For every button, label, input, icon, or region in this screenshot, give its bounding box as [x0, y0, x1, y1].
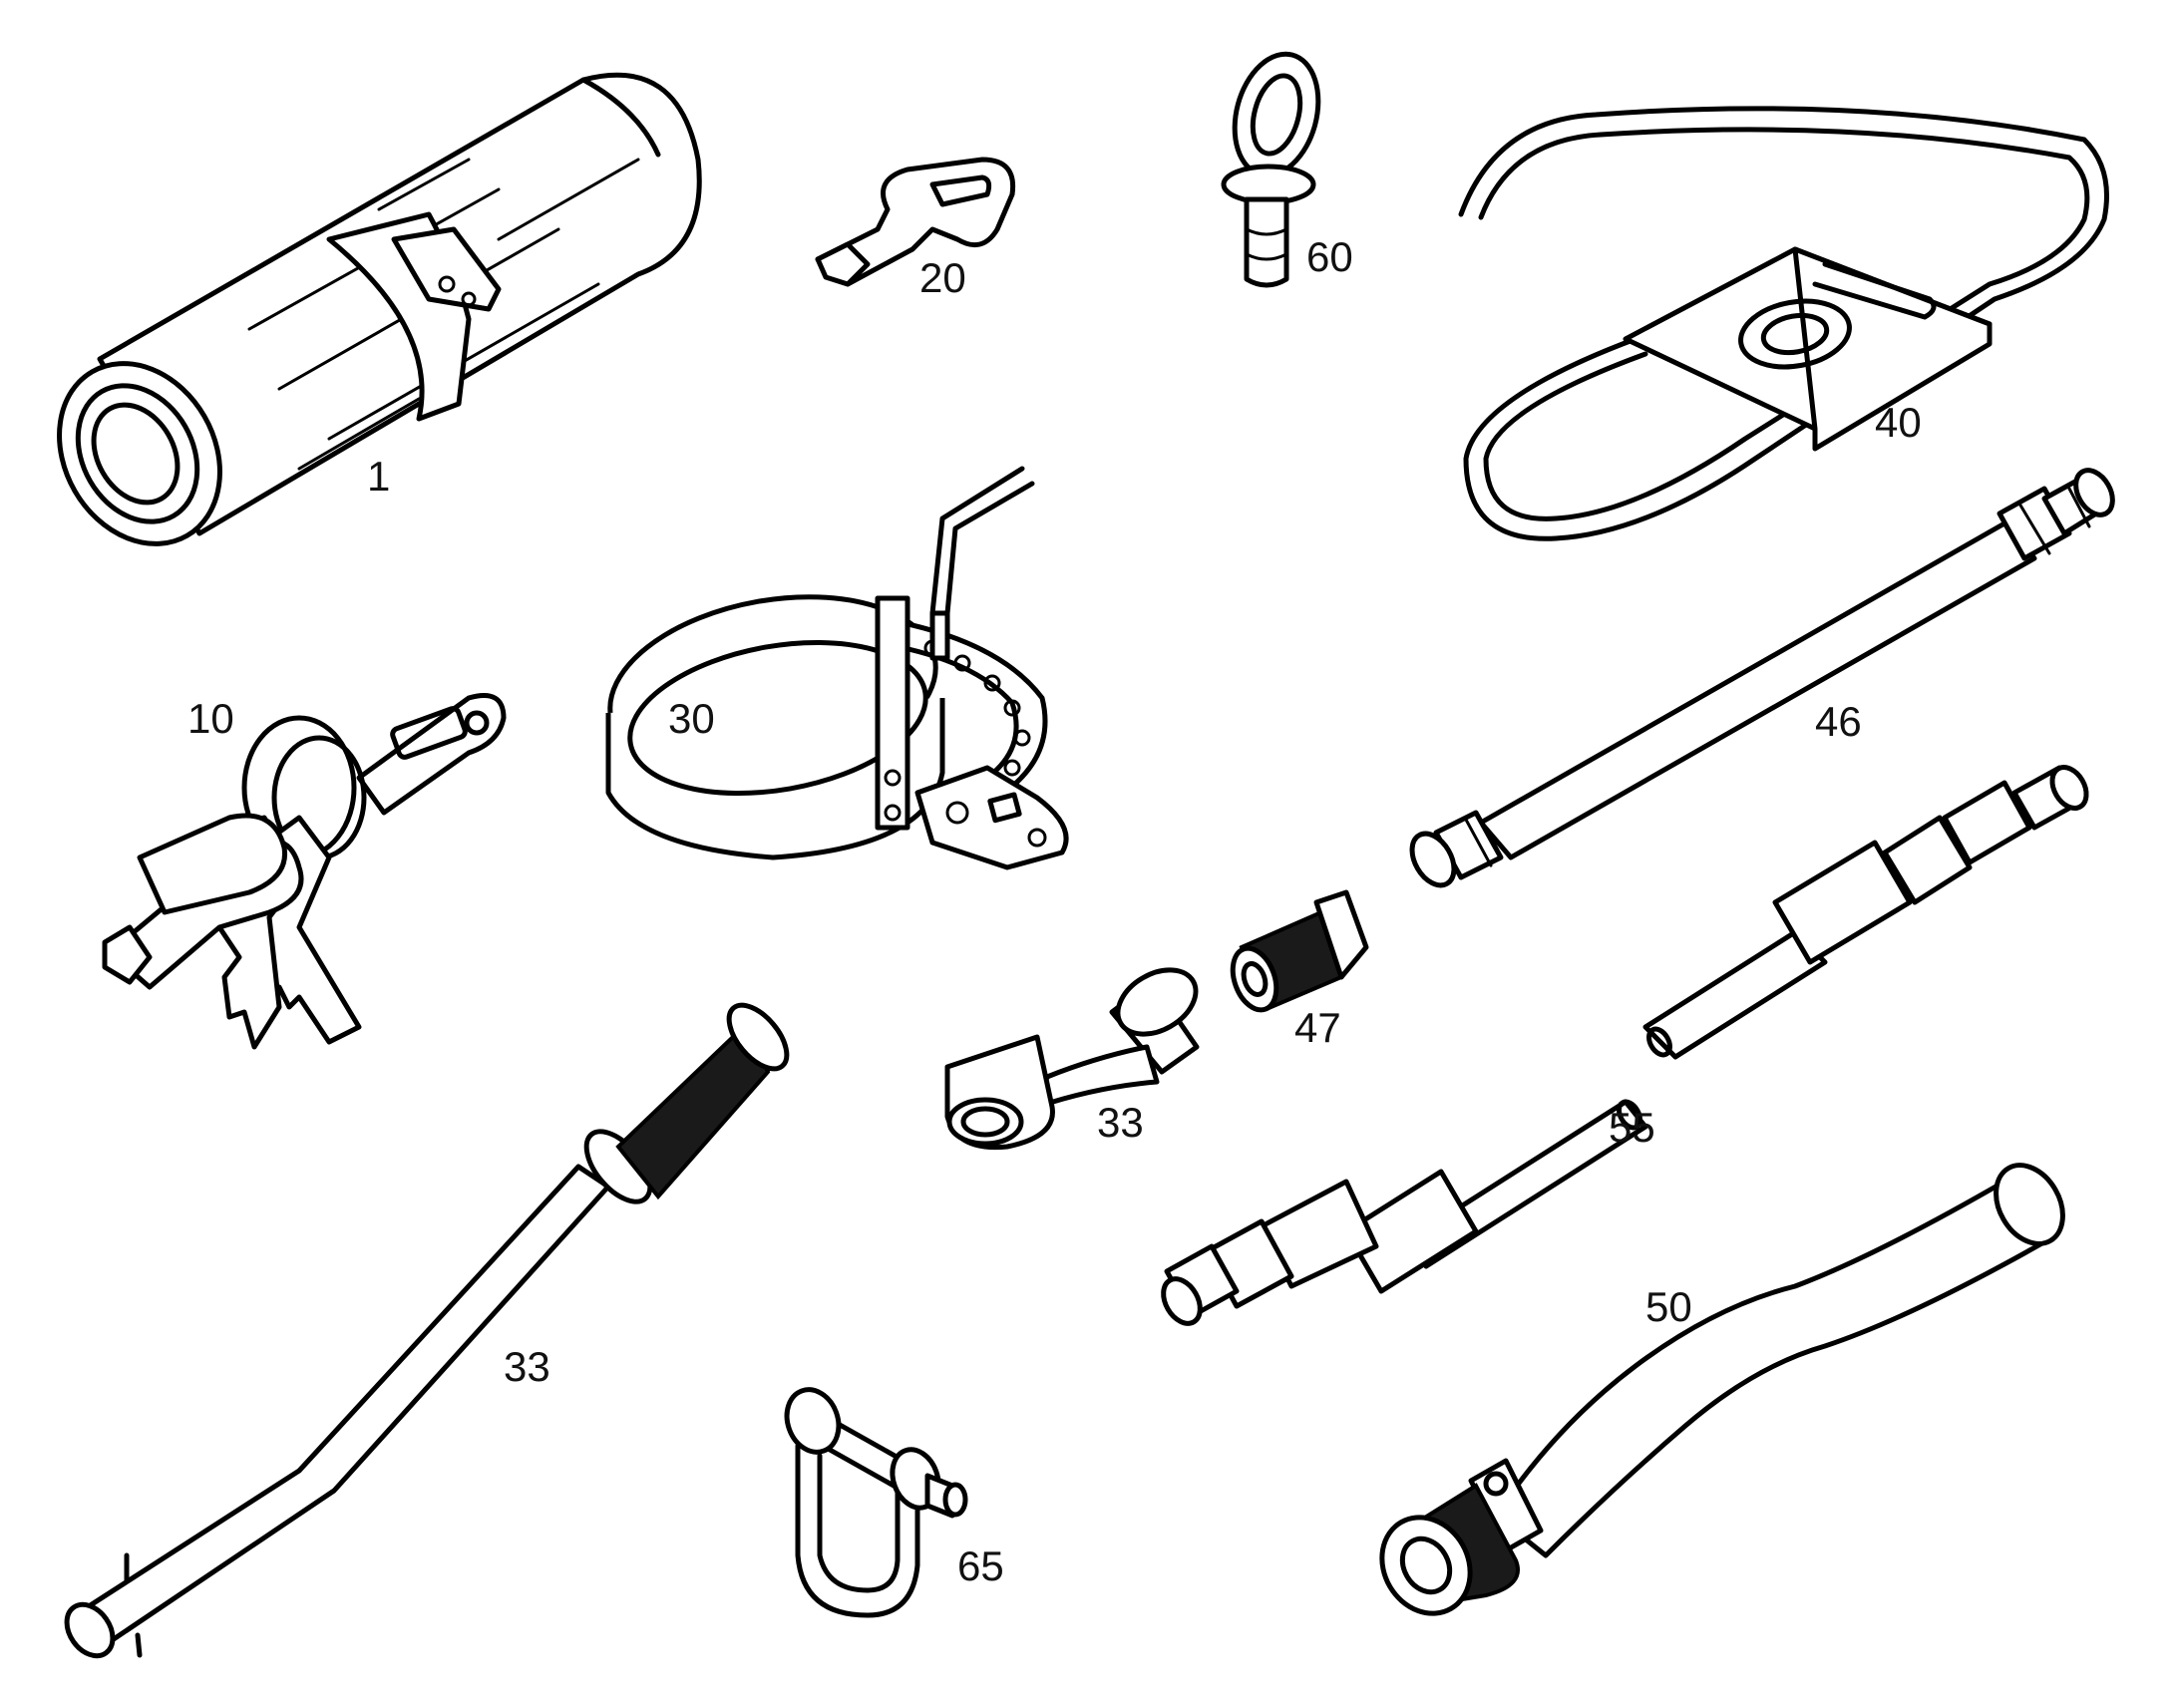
- coupling-nut-drawing: [1230, 889, 1369, 1013]
- part-label-33: 33: [504, 1343, 550, 1390]
- part-label-48: 47: [1294, 1004, 1341, 1051]
- tommy-bar-drawing: [64, 1002, 790, 1659]
- key-set-drawing: [102, 693, 507, 1050]
- lifting-eye-drawing: [1221, 51, 1321, 288]
- part-label-47: 33: [1097, 1099, 1144, 1146]
- shackle-drawing: [784, 1387, 968, 1618]
- part-label-20: 20: [919, 254, 966, 301]
- part-label-1: 1: [367, 453, 390, 500]
- hex-key-drawing: [815, 157, 1016, 287]
- extension-hose-drawing: [1161, 765, 2089, 1326]
- part-label-10: 10: [187, 695, 234, 742]
- drive-belt-drawing: [1458, 106, 2109, 541]
- drain-hose-drawing: [1379, 1163, 2065, 1616]
- hose-46-drawing: [1409, 468, 2115, 888]
- part-label-60: 60: [1306, 233, 1353, 280]
- part-label-40: 40: [1875, 399, 1922, 446]
- part-label-55: 55: [1609, 1104, 1655, 1151]
- elbow-adapter-drawing: [944, 967, 1200, 1151]
- part-label-46: 46: [1815, 698, 1862, 745]
- part-label-30: 30: [668, 695, 715, 742]
- tool-roll-drawing: [57, 72, 702, 546]
- filter-wrench-drawing: [605, 466, 1069, 870]
- part-label-65: 65: [957, 1542, 1004, 1589]
- part-label-50: 50: [1645, 1283, 1692, 1330]
